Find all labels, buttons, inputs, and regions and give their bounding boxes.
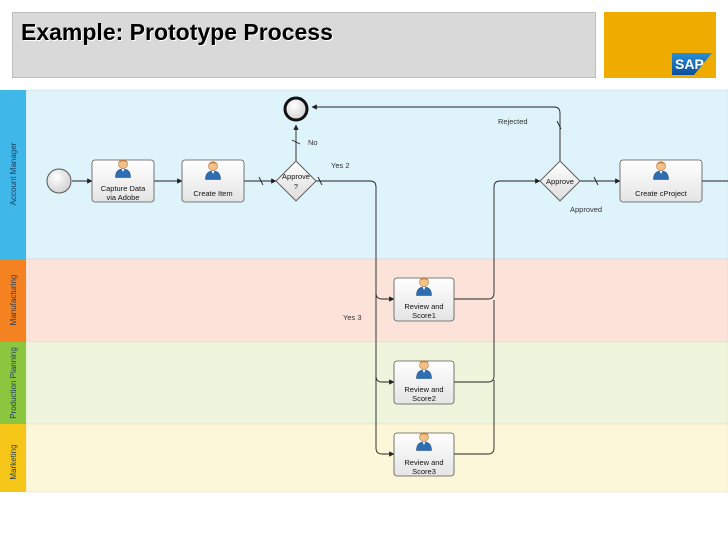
lane-header-manufacturing <box>0 259 26 342</box>
task-label: Score3 <box>412 467 436 476</box>
task-create-cproject[interactable]: Create cProject <box>619 159 703 203</box>
flow-branch-to-review1 <box>375 292 395 302</box>
start-event[interactable] <box>46 168 72 194</box>
task-label: Create Item <box>193 189 232 198</box>
flow-gateway-yes-to-review <box>316 180 395 457</box>
gateway-approve-question[interactable]: Approve ? <box>275 160 317 202</box>
gateway-label: ? <box>294 182 298 191</box>
lane-label-marketing: Marketing <box>9 444 18 479</box>
flow-slash-marker <box>556 120 562 130</box>
edge-label-rejected: Rejected <box>498 117 528 126</box>
task-label: Review and <box>404 302 443 311</box>
task-label: Score2 <box>412 394 436 403</box>
lane-header-account-manager <box>0 90 26 259</box>
lane-bg-production-planning <box>25 341 728 425</box>
lane-bg-marketing <box>25 423 728 493</box>
task-label: Capture Data <box>101 184 146 193</box>
gateway-label: Approve <box>282 172 310 181</box>
task-review-score2[interactable]: Review and Score2 <box>393 360 455 405</box>
task-label: Review and <box>404 458 443 467</box>
flow-review1-to-merge <box>454 178 541 300</box>
brand-logo-area: SAP <box>604 12 716 78</box>
gateway-approve[interactable]: Approve <box>539 160 581 202</box>
task-review-score1[interactable]: Review and Score1 <box>393 277 455 322</box>
flow-slash-marker <box>291 139 301 145</box>
task-label: Score1 <box>412 311 436 320</box>
flow-slash-marker <box>593 176 599 186</box>
edge-label-approved: Approved <box>570 205 602 214</box>
task-create-item[interactable]: Create Item <box>181 159 245 203</box>
edge-label-yes3: Yes 3 <box>343 313 362 322</box>
flow-rejected-to-end <box>311 104 561 161</box>
flow-review3-to-merge <box>454 380 495 455</box>
page-title: Example: Prototype Process <box>21 19 333 45</box>
flow-slash-marker <box>258 176 264 186</box>
lane-label-production-planning: Production Planning <box>9 347 18 419</box>
task-review-score3[interactable]: Review and Score3 <box>393 432 455 477</box>
sap-logo-text: SAP <box>675 56 704 72</box>
task-label: Create cProject <box>635 189 688 198</box>
lane-bg-manufacturing <box>25 258 728 343</box>
lane-label-manufacturing: Manufacturing <box>9 275 18 326</box>
lane-header-production-planning <box>0 342 26 424</box>
flow-slash-marker <box>317 176 323 186</box>
gateway-label: Approve <box>546 177 574 186</box>
end-event[interactable] <box>283 96 309 122</box>
sap-logo: SAP <box>672 53 712 75</box>
edge-label-no: No <box>308 138 318 147</box>
flow-branch-to-review2 <box>375 375 395 385</box>
lane-header-marketing <box>0 424 26 492</box>
task-label: via Adobe <box>107 193 140 202</box>
edge-label-yes2: Yes 2 <box>331 161 350 170</box>
task-label: Review and <box>404 385 443 394</box>
title-bar: Example: Prototype Process <box>12 12 596 78</box>
task-capture-data[interactable]: Capture Data via Adobe <box>91 159 155 203</box>
lane-label-account-manager: Account Manager <box>9 142 18 205</box>
flow-review2-to-merge <box>454 300 495 383</box>
